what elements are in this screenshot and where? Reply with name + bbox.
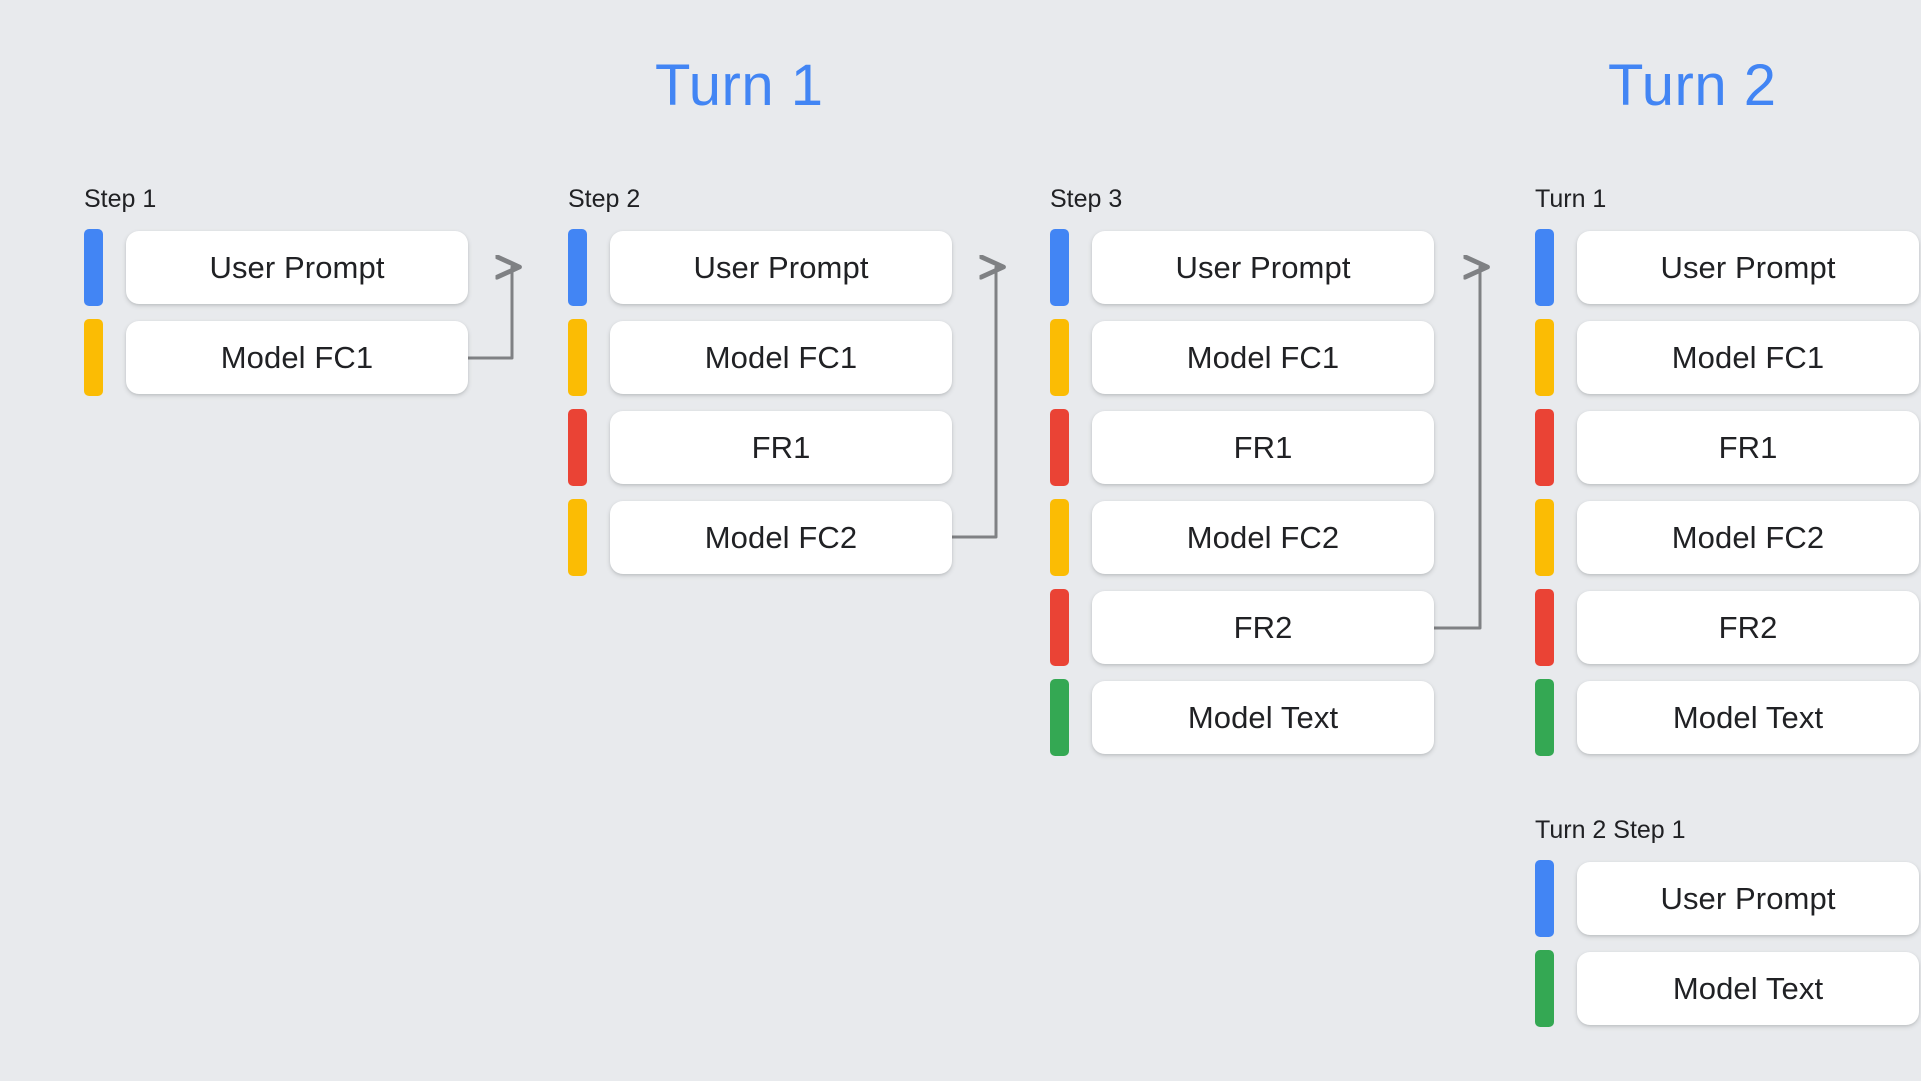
turn-1-title: Turn 1: [655, 53, 824, 118]
card-label: Model Text: [1672, 700, 1824, 735]
list-item[interactable]: Model FC1: [568, 319, 952, 396]
list-item[interactable]: Model FC1: [1535, 319, 1919, 396]
card-model-fc2[interactable]: Model FC2: [1577, 501, 1919, 574]
list-item[interactable]: User Prompt: [568, 229, 952, 306]
card-model-text[interactable]: Model Text: [1092, 681, 1434, 754]
status-bar-green: [1535, 679, 1554, 756]
card-label: User Prompt: [1660, 881, 1836, 916]
card-label: FR2: [1233, 610, 1293, 645]
status-bar-red: [1050, 589, 1069, 666]
card-model-fc1[interactable]: Model FC1: [1577, 321, 1919, 394]
card-label: Model FC1: [704, 340, 858, 375]
list-item[interactable]: Model Text: [1535, 950, 1919, 1027]
list-item[interactable]: User Prompt: [1050, 229, 1434, 306]
status-bar-blue: [84, 229, 103, 306]
group-label-step-2: Step 2: [568, 185, 641, 213]
list-item[interactable]: User Prompt: [1535, 860, 1919, 937]
card-label: User Prompt: [1660, 250, 1836, 285]
card-fr2[interactable]: FR2: [1092, 591, 1434, 664]
group-label-turn-1: Turn 1: [1535, 185, 1607, 213]
status-bar-yellow: [1535, 499, 1554, 576]
card-model-fc1[interactable]: Model FC1: [126, 321, 468, 394]
status-bar-red: [568, 409, 587, 486]
list-item[interactable]: Model FC2: [1050, 499, 1434, 576]
card-fr1[interactable]: FR1: [1577, 411, 1919, 484]
list-item[interactable]: Model Text: [1050, 679, 1434, 756]
card-user-prompt[interactable]: User Prompt: [126, 231, 468, 304]
card-fr1[interactable]: FR1: [610, 411, 952, 484]
card-model-fc1[interactable]: Model FC1: [1092, 321, 1434, 394]
card-label: Model FC2: [704, 520, 858, 555]
card-label: User Prompt: [209, 250, 385, 285]
list-item[interactable]: FR1: [568, 409, 952, 486]
card-user-prompt[interactable]: User Prompt: [1092, 231, 1434, 304]
status-bar-blue: [1050, 229, 1069, 306]
list-item[interactable]: Model FC1: [84, 319, 468, 396]
card-fr1[interactable]: FR1: [1092, 411, 1434, 484]
status-bar-blue: [1535, 229, 1554, 306]
status-bar-yellow: [84, 319, 103, 396]
card-label: Model FC1: [1186, 340, 1340, 375]
list-item[interactable]: Model FC2: [568, 499, 952, 576]
card-label: Model FC1: [220, 340, 374, 375]
card-label: FR2: [1718, 610, 1778, 645]
card-model-text[interactable]: Model Text: [1577, 681, 1919, 754]
status-bar-green: [1050, 679, 1069, 756]
card-model-text[interactable]: Model Text: [1577, 952, 1919, 1025]
list-item[interactable]: User Prompt: [1535, 229, 1919, 306]
list-item[interactable]: Model Text: [1535, 679, 1919, 756]
status-bar-blue: [1535, 860, 1554, 937]
connector-step2-step3: [930, 267, 1002, 539]
card-label: Model Text: [1672, 971, 1824, 1006]
list-item[interactable]: FR2: [1535, 589, 1919, 666]
card-label: FR1: [1718, 430, 1778, 465]
group-label-turn-2-step-1: Turn 2 Step 1: [1535, 816, 1686, 844]
card-label: Model Text: [1187, 700, 1339, 735]
card-label: User Prompt: [1175, 250, 1351, 285]
card-fr2[interactable]: FR2: [1577, 591, 1919, 664]
card-user-prompt[interactable]: User Prompt: [1577, 862, 1919, 935]
list-item[interactable]: User Prompt: [84, 229, 468, 306]
card-user-prompt[interactable]: User Prompt: [1577, 231, 1919, 304]
status-bar-yellow: [568, 319, 587, 396]
list-item[interactable]: FR1: [1535, 409, 1919, 486]
status-bar-red: [1050, 409, 1069, 486]
card-label: Model FC2: [1671, 520, 1825, 555]
turn-2-title: Turn 2: [1608, 53, 1777, 118]
list-item[interactable]: Model FC2: [1535, 499, 1919, 576]
status-bar-red: [1535, 409, 1554, 486]
card-label: FR1: [751, 430, 811, 465]
list-item[interactable]: Model FC1: [1050, 319, 1434, 396]
status-bar-blue: [568, 229, 587, 306]
card-user-prompt[interactable]: User Prompt: [610, 231, 952, 304]
card-label: Model FC2: [1186, 520, 1340, 555]
card-label: FR1: [1233, 430, 1293, 465]
status-bar-red: [1535, 589, 1554, 666]
card-label: User Prompt: [693, 250, 869, 285]
list-item[interactable]: FR1: [1050, 409, 1434, 486]
list-item[interactable]: FR2: [1050, 589, 1434, 666]
status-bar-yellow: [1535, 319, 1554, 396]
card-model-fc2[interactable]: Model FC2: [1092, 501, 1434, 574]
status-bar-yellow: [568, 499, 587, 576]
group-label-step-1: Step 1: [84, 185, 157, 213]
group-label-step-3: Step 3: [1050, 185, 1123, 213]
card-model-fc2[interactable]: Model FC2: [610, 501, 952, 574]
card-model-fc1[interactable]: Model FC1: [610, 321, 952, 394]
card-label: Model FC1: [1671, 340, 1825, 375]
status-bar-green: [1535, 950, 1554, 1027]
status-bar-yellow: [1050, 499, 1069, 576]
status-bar-yellow: [1050, 319, 1069, 396]
